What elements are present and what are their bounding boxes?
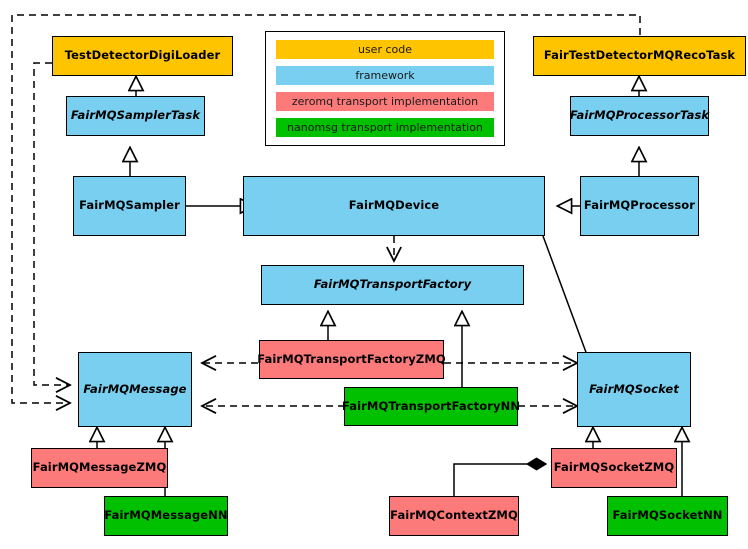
legend-item-zeromq: zeromq transport implementation (276, 92, 494, 111)
legend-label-zeromq: zeromq transport implementation (291, 95, 479, 108)
node-fairmq-sampler-task[interactable]: FairMQSamplerTask (66, 96, 205, 136)
node-fairmq-processor[interactable]: FairMQProcessor (580, 176, 699, 236)
node-fairmq-socket-zmq[interactable]: FairMQSocketZMQ (551, 448, 677, 488)
node-fairmq-message[interactable]: FairMQMessage (78, 352, 192, 427)
legend-label-framework: framework (355, 69, 415, 82)
legend-item-nanomsg: nanomsg transport implementation (276, 118, 494, 137)
node-fairmq-message-zmq[interactable]: FairMQMessageZMQ (31, 448, 168, 488)
legend-item-user-code: user code (276, 40, 494, 59)
node-fairmq-sampler[interactable]: FairMQSampler (73, 176, 186, 236)
node-fair-test-detector-mq-reco-task[interactable]: FairTestDetectorMQRecoTask (533, 36, 746, 76)
node-fairmq-context-zmq[interactable]: FairMQContextZMQ (389, 496, 519, 536)
node-fairmq-device[interactable]: FairMQDevice (243, 176, 545, 236)
edge-ctxzmq-sockzmq (453, 464, 546, 496)
node-fairmq-transport-factory[interactable]: FairMQTransportFactory (261, 265, 524, 305)
legend-panel: user code framework zeromq transport imp… (265, 31, 505, 146)
node-fairmq-transport-factory-nn[interactable]: FairMQTransportFactoryNN (342, 387, 520, 426)
edge-device-socket (542, 235, 588, 356)
node-fairmq-socket-nn[interactable]: FairMQSocketNN (607, 496, 728, 536)
node-fairmq-transport-factory-zmq[interactable]: FairMQTransportFactoryZMQ (257, 340, 446, 379)
node-fairmq-processor-task[interactable]: FairMQProcessorTask (570, 96, 709, 136)
node-fairmq-socket[interactable]: FairMQSocket (577, 352, 691, 427)
legend-label-nanomsg: nanomsg transport implementation (287, 121, 483, 134)
node-test-detector-digi-loader[interactable]: TestDetectorDigiLoader (52, 36, 233, 76)
edge-digiloader-message (33, 62, 70, 385)
legend-item-framework: framework (276, 66, 494, 85)
legend-label-user-code: user code (357, 43, 413, 56)
node-fairmq-message-nn[interactable]: FairMQMessageNN (104, 496, 228, 536)
